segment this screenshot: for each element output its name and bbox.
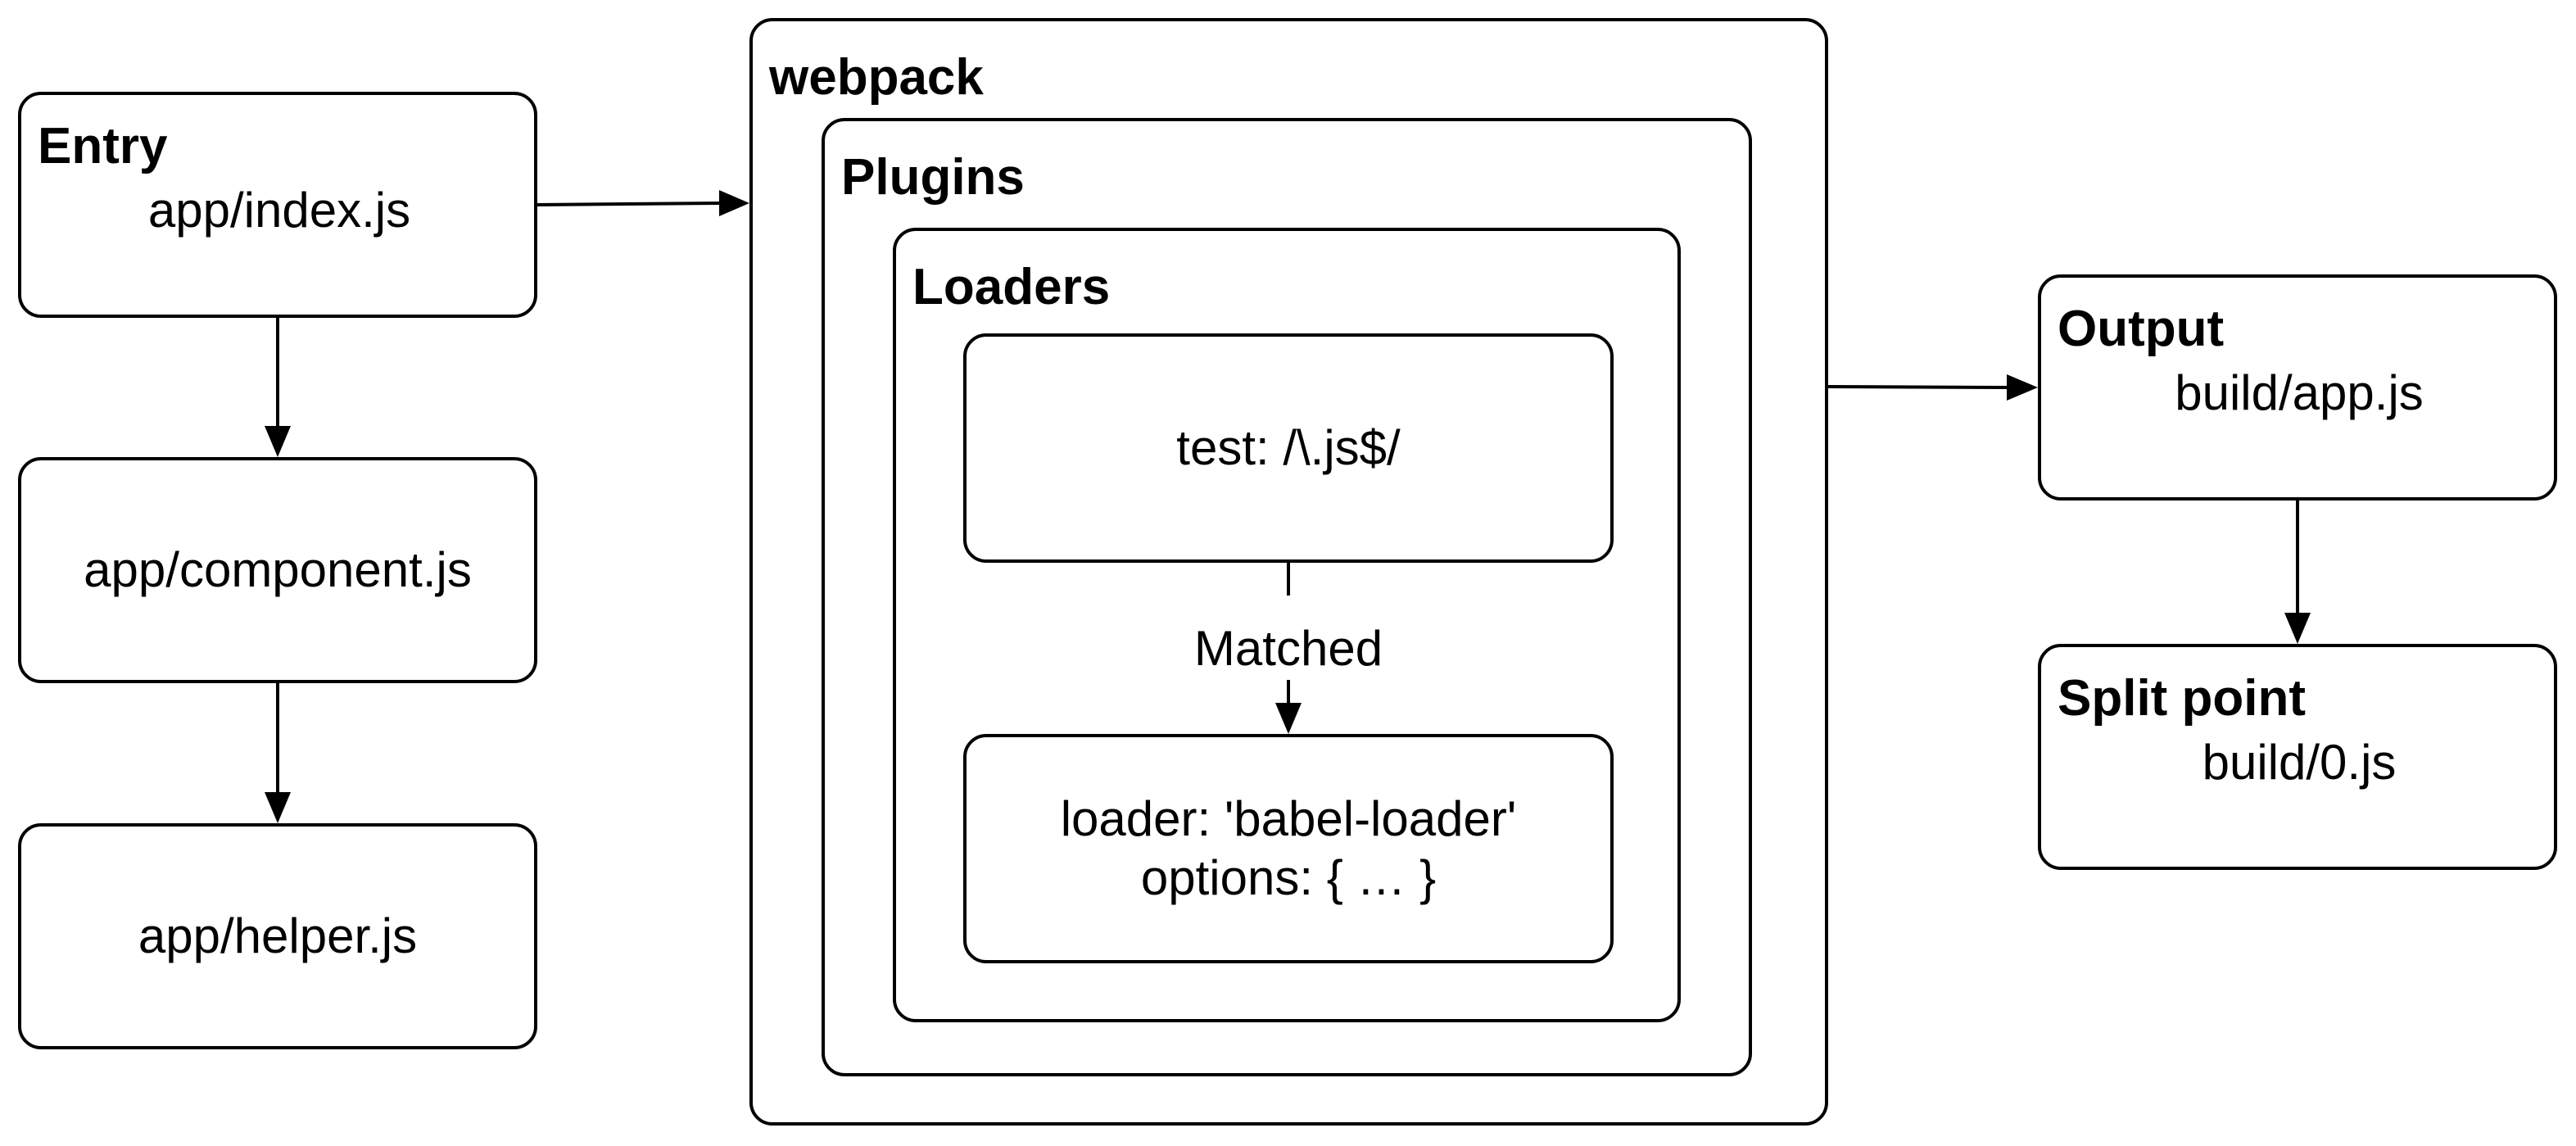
helper-file: app/helper.js xyxy=(138,908,418,963)
loader-rule-options: options: { … } xyxy=(1140,850,1437,905)
helper-node: app/helper.js xyxy=(18,823,537,1049)
component-node: app/component.js xyxy=(18,457,537,683)
arrowhead-entry-webpack xyxy=(719,190,749,216)
split-point-node: Split point build/0.js xyxy=(2038,644,2557,870)
loader-rule-node: loader: 'babel-loader' options: { … } xyxy=(963,734,1614,963)
component-file: app/component.js xyxy=(84,542,472,597)
arrowhead-output-split xyxy=(2284,613,2311,644)
loader-rule-loader: loader: 'babel-loader' xyxy=(1060,791,1517,846)
entry-title: Entry xyxy=(38,118,168,174)
test-rule-node: test: /\.js$/ xyxy=(963,333,1614,563)
entry-node: Entry app/index.js xyxy=(18,92,537,318)
arrowhead-entry-component xyxy=(265,426,291,457)
arrowhead-test-loader xyxy=(1275,703,1302,734)
arrowhead-webpack-output xyxy=(2007,374,2038,401)
arrow-entry-to-webpack xyxy=(536,202,722,206)
loaders-title: Loaders xyxy=(912,259,1111,315)
loader-rule-text: loader: 'babel-loader' options: { … } xyxy=(967,790,1610,908)
output-node: Output build/app.js xyxy=(2038,274,2557,501)
output-title: Output xyxy=(2058,301,2225,357)
matched-label: Matched xyxy=(1193,621,1383,676)
plugins-title: Plugins xyxy=(841,149,1025,206)
split-point-file: build/0.js xyxy=(2202,735,2397,790)
split-point-title: Split point xyxy=(2058,670,2307,727)
entry-file: app/index.js xyxy=(147,183,411,238)
test-rule-text: test: /\.js$/ xyxy=(1176,420,1401,475)
webpack-title: webpack xyxy=(769,49,984,106)
arrowhead-component-helper xyxy=(265,792,291,823)
output-file: build/app.js xyxy=(2175,365,2424,420)
